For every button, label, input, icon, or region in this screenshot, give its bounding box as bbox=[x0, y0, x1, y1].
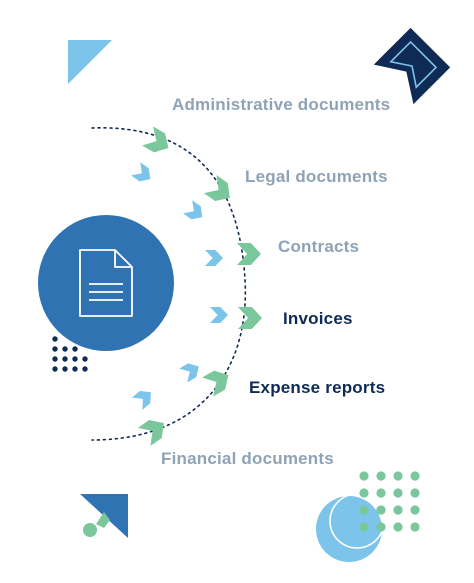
category-label: Expense reports bbox=[249, 378, 386, 397]
decor-dot bbox=[72, 346, 78, 352]
decor-triangle-top-left bbox=[68, 40, 112, 84]
decor-dot bbox=[52, 336, 58, 342]
dotted-arc bbox=[91, 127, 247, 441]
decor-dot bbox=[393, 471, 403, 481]
green-arrows bbox=[137, 126, 262, 446]
decor-dot bbox=[376, 505, 386, 515]
decor-dot bbox=[359, 505, 369, 515]
green-arrow-icon bbox=[142, 126, 169, 153]
category-label: Contracts bbox=[278, 237, 360, 256]
document-circle bbox=[38, 215, 174, 351]
decor-bottom-left bbox=[80, 494, 128, 538]
decor-dot bbox=[393, 522, 403, 532]
decor-dot bbox=[359, 471, 369, 481]
blue-arrow-icon bbox=[131, 391, 151, 410]
blue-arrow-icon bbox=[205, 250, 223, 266]
decor-dot bbox=[62, 356, 68, 362]
green-arrow-icon bbox=[237, 243, 261, 265]
decor-dot bbox=[72, 366, 78, 372]
decor-dot bbox=[359, 522, 369, 532]
decor-dot bbox=[410, 488, 420, 498]
decor-dot bbox=[62, 366, 68, 372]
decor-dot bbox=[359, 488, 369, 498]
decor-chevron-badge bbox=[373, 27, 451, 105]
decor-bottom-right bbox=[316, 471, 420, 562]
decor-dot bbox=[52, 366, 58, 372]
blue-arrow-icon bbox=[210, 307, 228, 323]
blue-arrow-icon bbox=[131, 162, 151, 182]
decor-dot bbox=[393, 505, 403, 515]
decor-dot bbox=[82, 366, 88, 372]
decor-dot bbox=[376, 522, 386, 532]
green-arrow-icon bbox=[202, 370, 229, 397]
decor-dot bbox=[376, 471, 386, 481]
green-arrow-icon bbox=[238, 307, 262, 329]
category-label: Financial documents bbox=[161, 449, 334, 468]
decor-dot-grid-navy bbox=[52, 336, 88, 372]
blue-arrows bbox=[131, 162, 228, 410]
category-label: Invoices bbox=[283, 309, 353, 328]
decor-dot bbox=[376, 488, 386, 498]
blue-arrow-icon bbox=[179, 363, 199, 383]
blue-arrow-icon bbox=[183, 200, 203, 220]
decor-dot bbox=[393, 488, 403, 498]
green-arrow-icon bbox=[203, 175, 230, 202]
decor-dot bbox=[410, 471, 420, 481]
decor-dot bbox=[52, 346, 58, 352]
category-label: Legal documents bbox=[245, 167, 388, 186]
decor-dot bbox=[52, 356, 58, 362]
decor-dot bbox=[410, 522, 420, 532]
decor-dot bbox=[82, 356, 88, 362]
decor-dot bbox=[72, 356, 78, 362]
green-arrow-icon bbox=[137, 419, 164, 446]
decor-dot bbox=[410, 505, 420, 515]
category-label: Administrative documents bbox=[172, 95, 391, 114]
document-icon bbox=[79, 249, 133, 317]
decor-dot bbox=[62, 346, 68, 352]
